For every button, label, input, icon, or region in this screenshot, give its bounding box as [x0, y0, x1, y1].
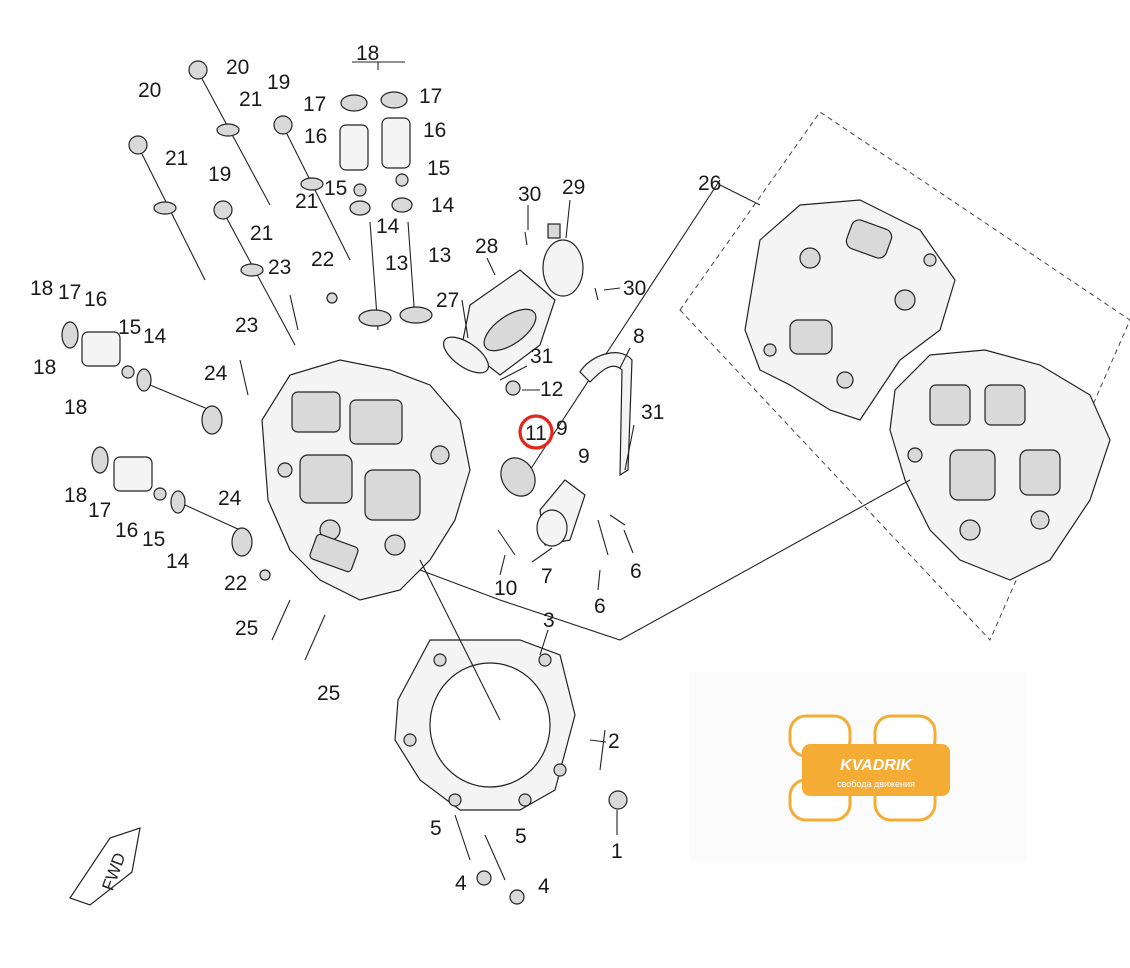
callout-15c: 15: [118, 316, 141, 339]
callout-15a: 15: [324, 177, 347, 200]
kvadrik-logo: KVADRIK свобода движения: [690, 672, 1026, 862]
highlight-ring-11: [518, 414, 554, 450]
callout-17d: 17: [88, 499, 111, 522]
callout-18e: 18: [64, 484, 87, 507]
callout-12: 12: [540, 378, 563, 401]
head-with-valves-view: [889, 349, 1111, 581]
callout-20a: 20: [138, 79, 161, 102]
head-top-view: [744, 199, 956, 421]
callout-22b: 22: [224, 572, 247, 595]
callout-18c: 18: [33, 356, 56, 379]
callout-8: 8: [633, 325, 645, 348]
head-bolts: [128, 60, 351, 346]
callout-6a: 6: [594, 595, 606, 618]
callout-6b: 6: [630, 560, 642, 583]
valve-spring-set-top: [339, 91, 433, 331]
fwd-arrow-icon: FWD: [69, 827, 141, 906]
assembled-head-inset: [679, 111, 1130, 641]
callout-18a: 18: [356, 42, 379, 65]
callout-18d: 18: [64, 396, 87, 419]
callout-21d: 21: [295, 190, 318, 213]
callout-17a: 17: [303, 93, 326, 116]
callout-21b: 21: [239, 88, 262, 111]
callout-24b: 24: [218, 487, 242, 510]
cylinder-head: [261, 359, 471, 601]
callout-23a: 23: [268, 256, 291, 279]
callout-11: 11: [525, 422, 547, 445]
callout-2: 2: [608, 730, 620, 753]
callout-18b: 18: [30, 277, 53, 300]
callout-leaders: [352, 61, 761, 835]
callout-24a: 24: [204, 362, 228, 385]
callout-5b: 5: [515, 825, 527, 848]
thermostat: [500, 457, 536, 497]
valve-spring-set-left-upper: [61, 321, 223, 435]
callout-4a: 4: [455, 872, 467, 895]
intake-o-ring: [443, 336, 489, 374]
callout-19b: 19: [208, 163, 231, 186]
callout-21a: 21: [165, 147, 188, 170]
valve-spring-set-left-lower: [91, 446, 253, 557]
callout-29: 29: [562, 176, 585, 199]
callout-14c: 14: [143, 325, 167, 348]
callout-15d: 15: [142, 528, 165, 551]
callout-25a: 25: [235, 617, 258, 640]
callout-22a: 22: [311, 248, 334, 271]
callout-16b: 16: [423, 119, 446, 142]
callout-19a: 19: [267, 71, 290, 94]
callout-23b: 23: [235, 314, 258, 337]
callout-4b: 4: [538, 875, 550, 898]
callout-17c: 17: [58, 281, 81, 304]
callout-3: 3: [543, 609, 555, 632]
callout-16c: 16: [84, 288, 107, 311]
callout-27: 27: [436, 289, 459, 312]
callout-14a: 14: [376, 215, 400, 238]
callout-31a: 31: [530, 345, 553, 368]
callout-9b: 9: [578, 445, 590, 468]
water-outlet-housing: [536, 479, 586, 547]
callout-13a: 13: [385, 252, 408, 275]
callout-7: 7: [541, 565, 553, 588]
callout-20b: 20: [226, 56, 249, 79]
logo-brand: KVADRIK: [840, 757, 913, 774]
callout-21c: 21: [250, 222, 273, 245]
callout-14d: 14: [166, 550, 190, 573]
studs: [239, 231, 628, 905]
callout-26: 26: [698, 172, 721, 195]
callout-28: 28: [475, 235, 498, 258]
callout-30a: 30: [518, 183, 541, 206]
callout-15b: 15: [427, 157, 450, 180]
callout-25b: 25: [317, 682, 340, 705]
logo-tagline: свобода движения: [837, 779, 915, 789]
head-gasket: [394, 559, 576, 811]
callout-13b: 13: [428, 244, 451, 267]
callout-30b: 30: [623, 277, 646, 300]
callout-14b: 14: [431, 194, 455, 217]
callout-16a: 16: [304, 125, 327, 148]
callout-17b: 17: [419, 85, 442, 108]
callout-16d: 16: [115, 519, 138, 542]
callout-31b: 31: [641, 401, 664, 424]
callout-1: 1: [611, 840, 623, 863]
callout-9a: 9: [556, 417, 568, 440]
callout-labels: 1 2 3 4 4 5 5 6 6 7 8 9 9 10 11 12 13 13…: [30, 42, 721, 898]
callout-10: 10: [494, 577, 517, 600]
intake-pipe: [461, 269, 556, 376]
hose-clamp: [542, 223, 584, 297]
callout-5a: 5: [430, 817, 442, 840]
